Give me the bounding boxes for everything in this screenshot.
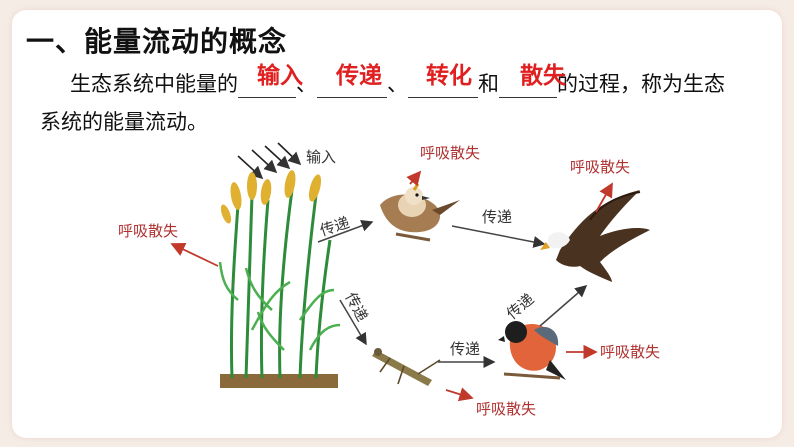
sparrow-respiration-label: 呼吸散失 xyxy=(420,144,480,162)
separator: 、 xyxy=(387,72,408,96)
answer-transform: 转化 xyxy=(426,63,472,89)
page-title: 一、能量流动的概念 xyxy=(26,25,288,58)
grasshopper-respiration-label: 呼吸散失 xyxy=(476,400,536,418)
definition-suffix: 的过程，称为生态 xyxy=(557,72,725,96)
eagle-respiration-label: 呼吸散失 xyxy=(570,158,630,176)
grasshopper-icon xyxy=(372,348,441,386)
sunlight-arrows-icon xyxy=(237,142,302,180)
transfer-label: 传递 xyxy=(450,340,480,358)
transfer-label: 传递 xyxy=(503,290,538,323)
definition-line-1: 生态系统中能量的 、 、 和 的过程，称为生态 xyxy=(70,68,725,98)
blank-3 xyxy=(408,73,478,98)
bullfinch-icon xyxy=(498,321,566,380)
conjunction: 和 xyxy=(478,72,499,96)
blank-4 xyxy=(499,73,557,98)
transfer-label: 传递 xyxy=(341,289,371,324)
plant-respiration-label: 呼吸散失 xyxy=(118,222,178,240)
transfer-label: 传递 xyxy=(318,213,352,239)
separator: 、 xyxy=(296,72,317,96)
definition-line-2: 系统的能量流动。 xyxy=(40,110,208,134)
sparrow-icon xyxy=(380,183,460,242)
blank-2 xyxy=(317,73,387,98)
blank-1 xyxy=(238,73,296,98)
answer-dissipate: 散失 xyxy=(520,63,566,89)
bullfinch-respiration-label: 呼吸散失 xyxy=(600,343,660,361)
transfer-label: 传递 xyxy=(482,208,512,226)
definition-prefix: 生态系统中能量的 xyxy=(70,72,238,96)
answer-transfer: 传递 xyxy=(336,63,382,89)
input-label: 输入 xyxy=(306,148,336,166)
answer-input: 输入 xyxy=(257,63,303,89)
eagle-icon xyxy=(540,190,650,282)
wheat-plant-icon xyxy=(218,170,341,388)
